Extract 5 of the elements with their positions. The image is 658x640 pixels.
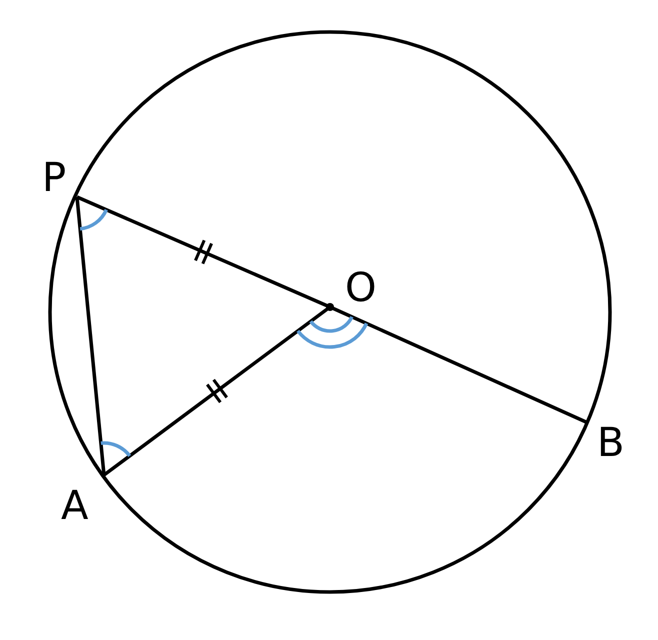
point-label: A bbox=[61, 486, 88, 526]
point-label: P bbox=[42, 158, 66, 198]
line-segment bbox=[75, 196, 106, 476]
point-label: B bbox=[597, 423, 624, 463]
point-label: O bbox=[345, 268, 376, 308]
